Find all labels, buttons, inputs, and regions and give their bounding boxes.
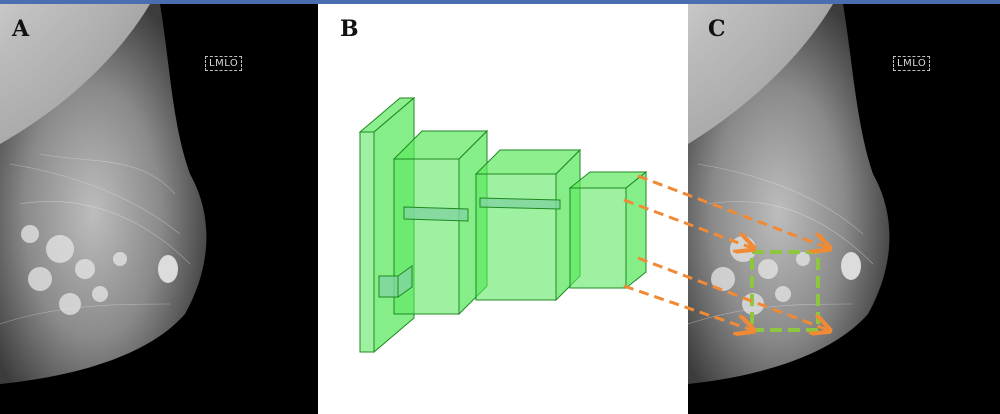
conv-layer-3-cube-front <box>569 187 627 289</box>
kernel-prism-1 <box>403 206 469 222</box>
cnn-diagram <box>358 96 648 354</box>
mammogram-panel-a: A LMLO <box>0 4 318 414</box>
view-tag-a-text: LMLO <box>209 58 239 69</box>
kernel-patch-side <box>397 265 413 298</box>
panel-label-b: B <box>340 16 359 42</box>
view-tag-c-text: LMLO <box>897 58 927 69</box>
panel-label-c: C <box>708 16 726 42</box>
mammogram-image-a <box>0 4 318 414</box>
input-layer-cube-front <box>359 131 375 353</box>
network-diagram-panel-b: B <box>318 4 688 414</box>
conv-layer-2-cube-front <box>475 173 557 301</box>
view-tag-c: LMLO <box>893 56 931 71</box>
view-tag-a: LMLO <box>205 56 243 71</box>
mammogram-panel-c: C LMLO <box>688 4 1000 414</box>
top-rule <box>0 0 1000 4</box>
panel-label-a: A <box>12 16 30 42</box>
mammogram-image-c <box>688 4 1000 414</box>
conv-layer-3-cube-side <box>625 170 647 290</box>
kernel-patch <box>378 275 399 298</box>
kernel-prism-2 <box>479 197 561 210</box>
